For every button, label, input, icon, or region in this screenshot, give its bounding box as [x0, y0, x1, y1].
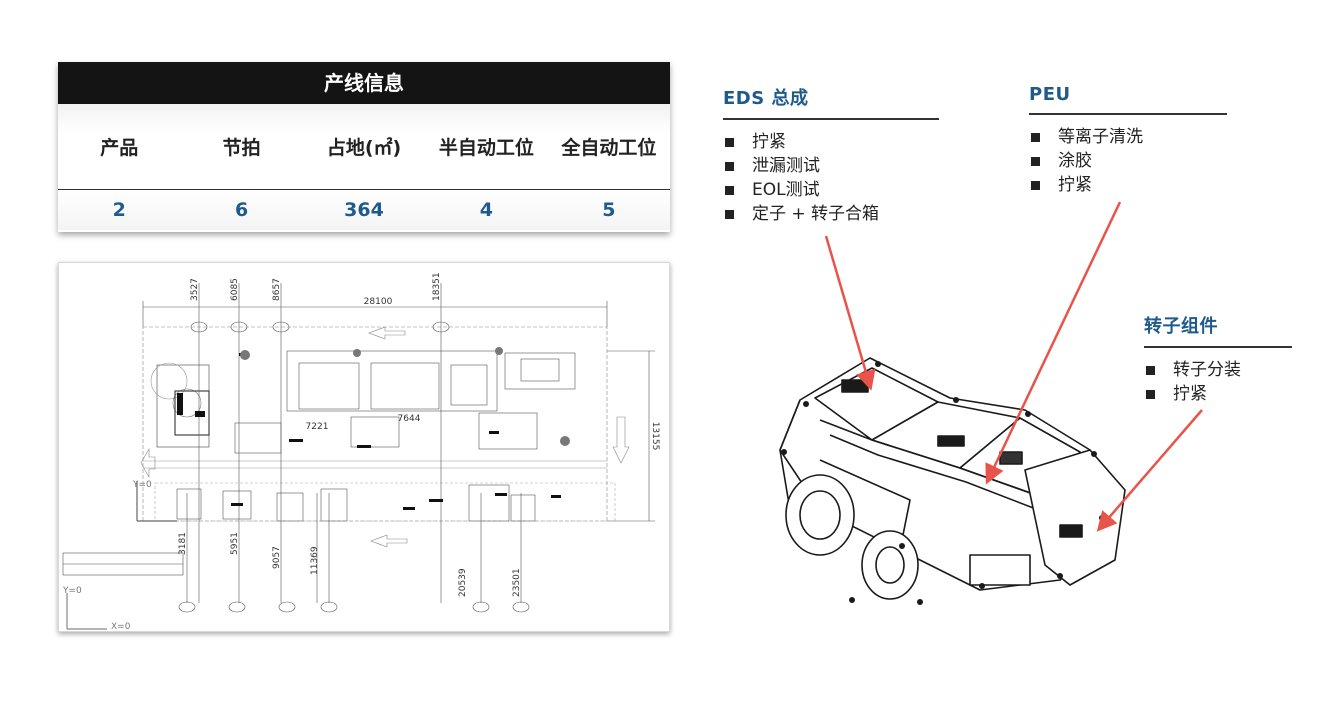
header-product: 产品: [100, 137, 139, 159]
callout-title: 转子组件: [1144, 312, 1292, 348]
top-dim-label-2: 6085: [230, 278, 240, 301]
header-full-auto-stations: 全自动工位: [561, 137, 657, 159]
bottom-dim-label-5: 20539: [458, 568, 468, 597]
list-item: 拧紧: [725, 130, 939, 154]
eds-unit-illustration: [779, 357, 1126, 605]
table-value-row: 2 6 364 4 5: [58, 190, 670, 230]
header-semi-auto-stations: 半自动工位: [438, 137, 534, 159]
callout-list: 转子分装 拧紧: [1144, 358, 1292, 406]
bottom-dim-label-1: 3181: [178, 532, 188, 555]
value-product: 2: [112, 199, 126, 221]
callout-eds-assembly: EDS 总成 拧紧 泄漏测试 EOL测试 定子 + 转子合箱: [723, 84, 939, 226]
square-bullet-icon: [1031, 180, 1040, 190]
square-bullet-icon: [725, 137, 734, 147]
square-bullet-icon: [1031, 156, 1040, 166]
top-dim-label-4: 18351: [432, 272, 442, 301]
layout-svg: 28100 13155 7221 7644 3527 6085 8657 183…: [62, 272, 660, 631]
value-floor-area: 364: [344, 199, 384, 221]
callout-list: 拧紧 泄漏测试 EOL测试 定子 + 转子合箱: [723, 130, 939, 226]
list-item: 涂胶: [1031, 149, 1227, 173]
value-full-auto-stations: 5: [602, 199, 616, 221]
mid-right-dim-label: 7644: [398, 414, 421, 424]
list-item: 定子 + 转子合箱: [725, 202, 939, 226]
mid-left-dim-label: 7221: [306, 422, 329, 432]
plant-layout-drawing: 28100 13155 7221 7644 3527 6085 8657 183…: [58, 262, 670, 632]
header-cycle-time: 节拍: [222, 137, 261, 159]
axis-label-y0-corner: Y=0: [62, 586, 82, 596]
bottom-dim-label-3: 9057: [272, 546, 282, 569]
list-item: 拧紧: [1146, 382, 1292, 406]
list-item-label: 泄漏测试: [752, 156, 820, 176]
header-floor-area: 占地(㎡): [326, 137, 402, 159]
bottom-dim-label-2: 5951: [230, 532, 240, 555]
top-dim-label-1: 3527: [190, 278, 200, 301]
overall-width-label: 28100: [364, 297, 393, 307]
list-item-label: 拧紧: [752, 132, 786, 152]
table-header-row: 产品 节拍 占地(㎡) 半自动工位 全自动工位: [58, 104, 670, 190]
list-item: 拧紧: [1031, 173, 1227, 197]
callout-list: 等离子清洗 涂胶 拧紧: [1029, 125, 1227, 197]
list-item-label: 拧紧: [1058, 175, 1092, 195]
callout-peu: PEU 等离子清洗 涂胶 拧紧: [1029, 84, 1227, 197]
list-item-label: EOL测试: [752, 180, 820, 200]
square-bullet-icon: [725, 185, 734, 195]
square-bullet-icon: [1031, 132, 1040, 142]
callout-title: EDS 总成: [723, 84, 939, 120]
list-item-label: 定子 + 转子合箱: [752, 204, 880, 224]
list-item: EOL测试: [725, 178, 939, 202]
value-cycle-time: 6: [234, 199, 249, 221]
square-bullet-icon: [725, 161, 734, 171]
square-bullet-icon: [725, 209, 734, 219]
list-item-label: 转子分装: [1173, 360, 1241, 380]
production-line-info-table: 产线信息 产品 节拍 占地(㎡) 半自动工位 全自动工位 2 6 364 4 5: [58, 62, 670, 232]
list-item-label: 等离子清洗: [1058, 127, 1143, 147]
callout-rotor-assembly: 转子组件 转子分装 拧紧: [1144, 312, 1292, 406]
value-semi-auto-stations: 4: [479, 199, 494, 221]
square-bullet-icon: [1146, 389, 1155, 399]
list-item: 泄漏测试: [725, 154, 939, 178]
table-title: 产线信息: [58, 62, 670, 104]
axis-label-y0: Y=0: [132, 480, 152, 490]
bottom-dim-label-6: 23501: [512, 568, 522, 597]
list-item-label: 涂胶: [1058, 151, 1092, 171]
list-item: 转子分装: [1146, 358, 1292, 382]
bottom-dim-label-4: 11369: [310, 546, 320, 575]
square-bullet-icon: [1146, 365, 1155, 375]
height-label: 13155: [650, 422, 660, 451]
list-item-label: 拧紧: [1173, 384, 1207, 404]
list-item: 等离子清洗: [1031, 125, 1227, 149]
top-dim-label-3: 8657: [272, 278, 282, 301]
axis-label-x0: X=0: [111, 622, 131, 631]
callout-title: PEU: [1029, 84, 1227, 115]
